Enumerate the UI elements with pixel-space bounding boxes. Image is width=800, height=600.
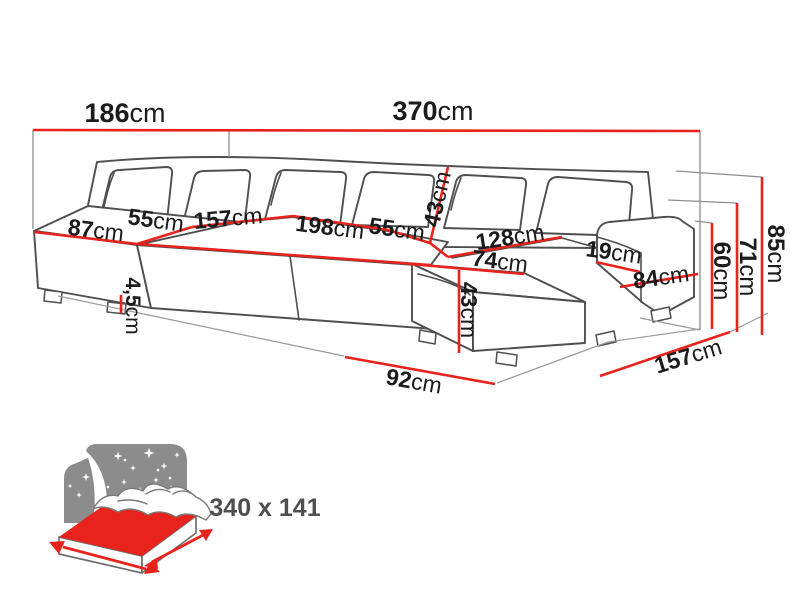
dim-label-armrest-height: 71cm	[735, 238, 762, 297]
back-cushion	[351, 171, 436, 228]
dim-label-left-seat-length: 157cm	[192, 202, 263, 234]
dim-label-back-seat-length: 198cm	[294, 210, 366, 244]
back-cushion	[181, 169, 252, 229]
back-cushion	[443, 174, 528, 231]
pillow-icon	[172, 490, 196, 497]
sofa-foot	[495, 351, 518, 367]
dim-label-right-chaise-length: 128cm	[474, 219, 546, 255]
dim-line-left-chaise-width	[33, 230, 138, 246]
sleep-size-label: 340 x 141	[209, 494, 320, 522]
dim-label-ottoman-height: 43cm	[456, 282, 482, 338]
seat-seam	[289, 255, 300, 321]
dim-line-backrest-height	[428, 166, 450, 244]
dim-line-left-seat-depth	[136, 225, 193, 246]
dim-line-ottoman-width	[409, 262, 525, 276]
blanket-fold	[117, 499, 148, 505]
sofa-foot	[43, 289, 63, 304]
floor-line	[639, 317, 701, 331]
dim-label-back-seat-depth: 55cm	[367, 212, 426, 246]
sofa-foot	[418, 329, 437, 345]
dim-label-ottoman-floor-length: 92cm	[384, 363, 444, 398]
dim-line-right-side-depth	[599, 330, 731, 378]
armrest-seam	[596, 236, 642, 303]
blanket-icon	[92, 483, 212, 521]
sofa-illustration	[33, 156, 769, 384]
bed-size-arrows-icon	[49, 529, 213, 574]
floor-line	[57, 295, 345, 357]
dim-label-ottoman-width: 74cm	[470, 245, 529, 278]
right-armrest	[596, 215, 695, 316]
dim-line-corner-connector	[429, 241, 449, 259]
dim-line-left-seat-length	[191, 214, 294, 229]
pillow-icon	[145, 488, 171, 495]
back-cushion	[263, 169, 348, 226]
extension-arm-height	[667, 199, 738, 204]
dim-line-total-width	[32, 128, 701, 133]
dim-label-total-width: 370cm	[392, 96, 473, 126]
crescent-panel-icon	[64, 458, 95, 523]
dim-line-right-chaise-length	[447, 235, 563, 259]
dimension-lines	[32, 128, 764, 386]
dimension-labels: 186cm 370cm 87cm 55cm 157cm 198cm 55cm 4…	[66, 96, 789, 399]
back-cushion-fold	[450, 177, 462, 211]
dim-label-left-side-width: 186cm	[84, 98, 165, 128]
dim-label-seat-height: 60cm	[709, 242, 736, 301]
dim-line-armrest-width	[595, 260, 641, 274]
dim-label-right-side-depth: 157cm	[651, 333, 725, 378]
sleep-function-icon: 340 x 141	[49, 444, 321, 574]
dim-label-left-seat-depth: 55cm	[126, 203, 185, 237]
dim-label-arm-section-depth: 84cm	[631, 260, 690, 294]
dim-line-seat-front-edge	[136, 242, 431, 267]
dim-line-arm-section-depth	[619, 272, 699, 289]
dim-label-left-chaise-width: 87cm	[66, 214, 125, 247]
ottoman-right-face	[472, 291, 586, 352]
dim-line-ottoman-floor-length	[344, 355, 496, 386]
sofa-foot	[595, 330, 617, 347]
dim-label-total-height: 85cm	[763, 225, 790, 284]
sofa-foot	[650, 306, 672, 323]
dim-label-leg-height: 4,5cm	[122, 277, 145, 334]
extension-lines	[32, 130, 763, 330]
dim-line-back-seat-length	[292, 214, 389, 232]
dim-label-armrest-width: 19cm	[584, 235, 643, 269]
floor-line	[496, 328, 701, 384]
ottoman-cushion-curve	[417, 273, 471, 296]
extension-seat-height	[694, 220, 713, 224]
extension-total-height	[675, 170, 763, 178]
back-cushion-fold	[103, 172, 115, 208]
back-cushion-fold	[270, 172, 282, 206]
dim-line-back-seat-depth	[387, 228, 431, 245]
